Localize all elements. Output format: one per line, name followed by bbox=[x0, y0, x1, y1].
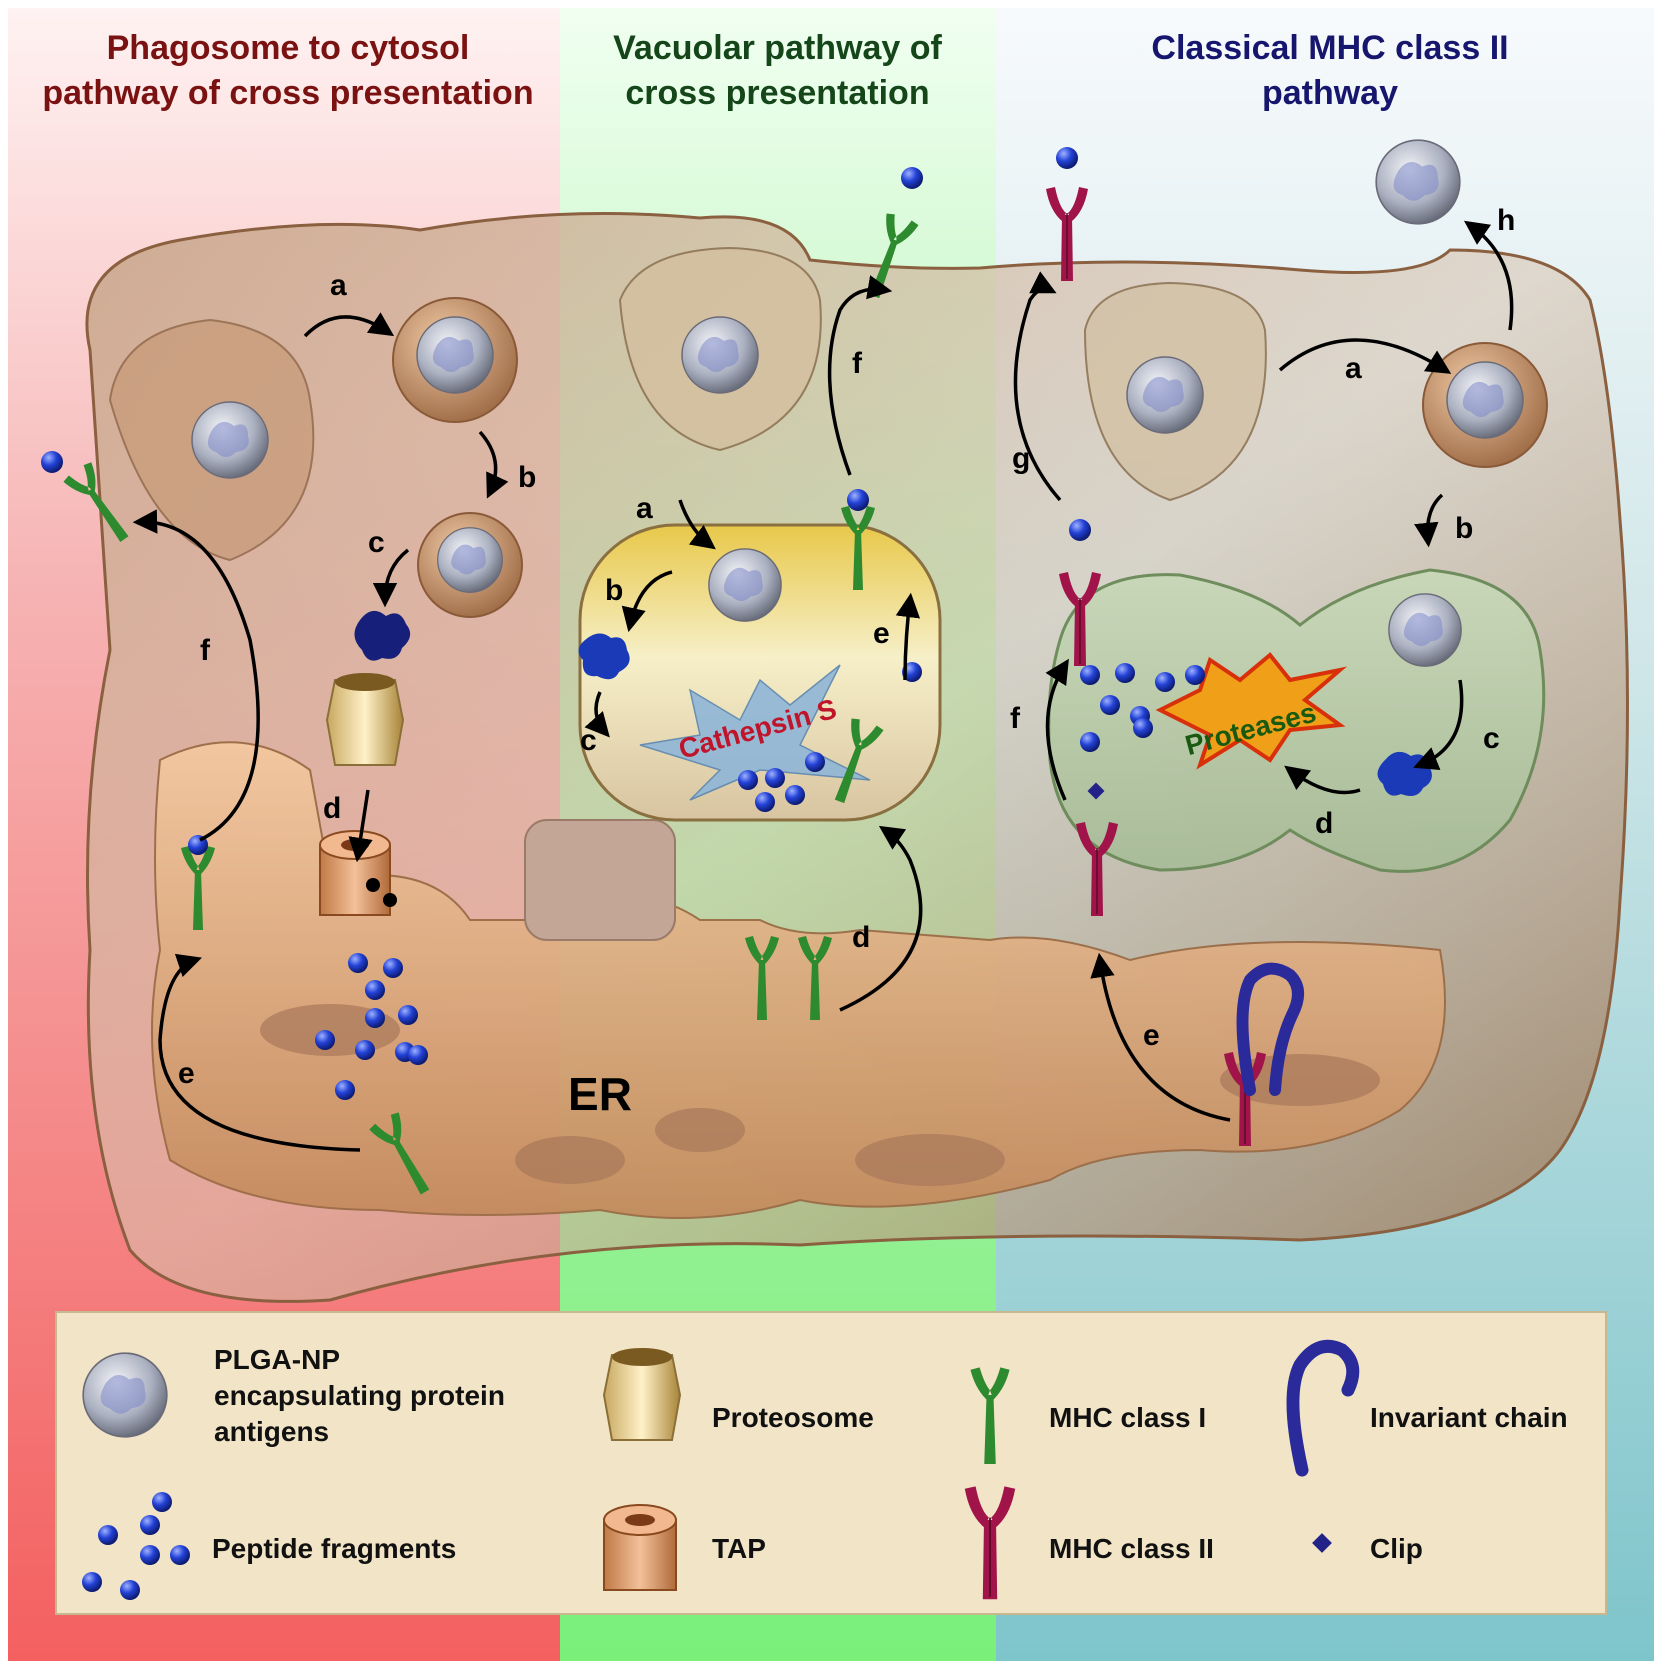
legend-mhc1-label: MHC class I bbox=[1049, 1402, 1207, 1433]
right-step-a: a bbox=[1345, 352, 1362, 385]
left-released-antigen bbox=[354, 610, 411, 661]
right-step-h: h bbox=[1497, 204, 1515, 237]
legend-invariant-label: Invariant chain bbox=[1370, 1402, 1568, 1433]
lysosome bbox=[1047, 519, 1546, 917]
middle-step-c: c bbox=[580, 724, 597, 757]
left-peptide-cluster bbox=[315, 953, 428, 1100]
right-phagosome-a bbox=[1422, 342, 1548, 468]
legend-invariant-icon bbox=[1286, 1339, 1360, 1477]
right-step-e: e bbox=[1143, 1019, 1160, 1052]
left-title-line2: pathway of cross presentation bbox=[42, 74, 534, 112]
right-arrows bbox=[1013, 220, 1514, 1122]
middle-step-d: d bbox=[852, 921, 870, 954]
legend-proteosome-label: Proteosome bbox=[712, 1402, 874, 1433]
step-letters: a b c d e f a b c d e f a b c d e f g h bbox=[178, 204, 1515, 1090]
left-step-a: a bbox=[330, 269, 347, 302]
middle-step-f: f bbox=[852, 347, 863, 380]
legend-plga-line2: encapsulating protein bbox=[214, 1380, 505, 1411]
legend-tap-label: TAP bbox=[712, 1533, 766, 1564]
left-step-b: b bbox=[518, 461, 536, 494]
right-panel-title: Classical MHC class II pathway bbox=[1000, 26, 1660, 116]
right-mhc2-invariant-er bbox=[1223, 962, 1304, 1147]
middle-step-b: b bbox=[605, 574, 623, 607]
left-phagosome-a bbox=[392, 297, 518, 423]
right-step-g: g bbox=[1012, 442, 1030, 475]
er-network bbox=[151, 741, 1446, 1219]
middle-phagocytic-cup bbox=[618, 246, 822, 452]
legend-clip-label: Clip bbox=[1370, 1533, 1423, 1564]
legend-plga-line3: antigens bbox=[214, 1416, 330, 1447]
left-step-c: c bbox=[368, 526, 385, 559]
middle-step-a: a bbox=[636, 492, 653, 525]
right-phagocytic-cup bbox=[1083, 281, 1267, 502]
legend-plga-label: PLGA-NP encapsulating protein antigens bbox=[214, 1342, 505, 1450]
er-label: ER bbox=[568, 1068, 632, 1120]
legend-plga-line1: PLGA-NP bbox=[214, 1344, 340, 1375]
right-step-f: f bbox=[1010, 702, 1021, 735]
right-step-b: b bbox=[1455, 512, 1473, 545]
left-mhc1-surface bbox=[41, 451, 139, 549]
legend-peptide-icon bbox=[82, 1492, 190, 1600]
legend-tap-icon bbox=[603, 1504, 677, 1591]
legend-proteosome-icon bbox=[602, 1348, 682, 1441]
middle-title-line2: cross presentation bbox=[625, 74, 930, 112]
vacuolar-phagosome bbox=[578, 489, 942, 822]
middle-mhc1-surface bbox=[858, 167, 923, 303]
legend-clip-icon bbox=[1312, 1533, 1332, 1553]
left-step-d: d bbox=[323, 792, 341, 825]
legend-peptide-label: Peptide fragments bbox=[212, 1533, 457, 1564]
legend-np-icon bbox=[82, 1352, 168, 1438]
middle-title-line1: Vacuolar pathway of bbox=[613, 29, 942, 67]
proteosome-shape bbox=[325, 673, 405, 766]
right-title-line2: pathway bbox=[1261, 74, 1399, 112]
middle-arrows bbox=[584, 275, 923, 1012]
middle-step-e: e bbox=[873, 617, 890, 650]
middle-panel-title: Vacuolar pathway of cross presentation bbox=[560, 26, 995, 116]
right-mhc2-surface bbox=[1045, 147, 1089, 282]
legend-mhc2-label: MHC class II bbox=[1049, 1533, 1214, 1564]
left-arrows bbox=[132, 312, 509, 1152]
left-step-f: f bbox=[200, 634, 211, 667]
right-exocytosed-np bbox=[1375, 139, 1461, 225]
left-panel-title: Phagosome to cytosol pathway of cross pr… bbox=[8, 26, 568, 116]
tap-shape bbox=[319, 830, 397, 916]
left-title-line1: Phagosome to cytosol bbox=[106, 29, 470, 67]
right-step-d: d bbox=[1315, 807, 1333, 840]
right-step-c: c bbox=[1483, 722, 1500, 755]
right-title-line1: Classical MHC class II bbox=[1151, 29, 1509, 67]
left-step-e: e bbox=[178, 1057, 195, 1090]
left-phagosome-b bbox=[417, 512, 523, 618]
